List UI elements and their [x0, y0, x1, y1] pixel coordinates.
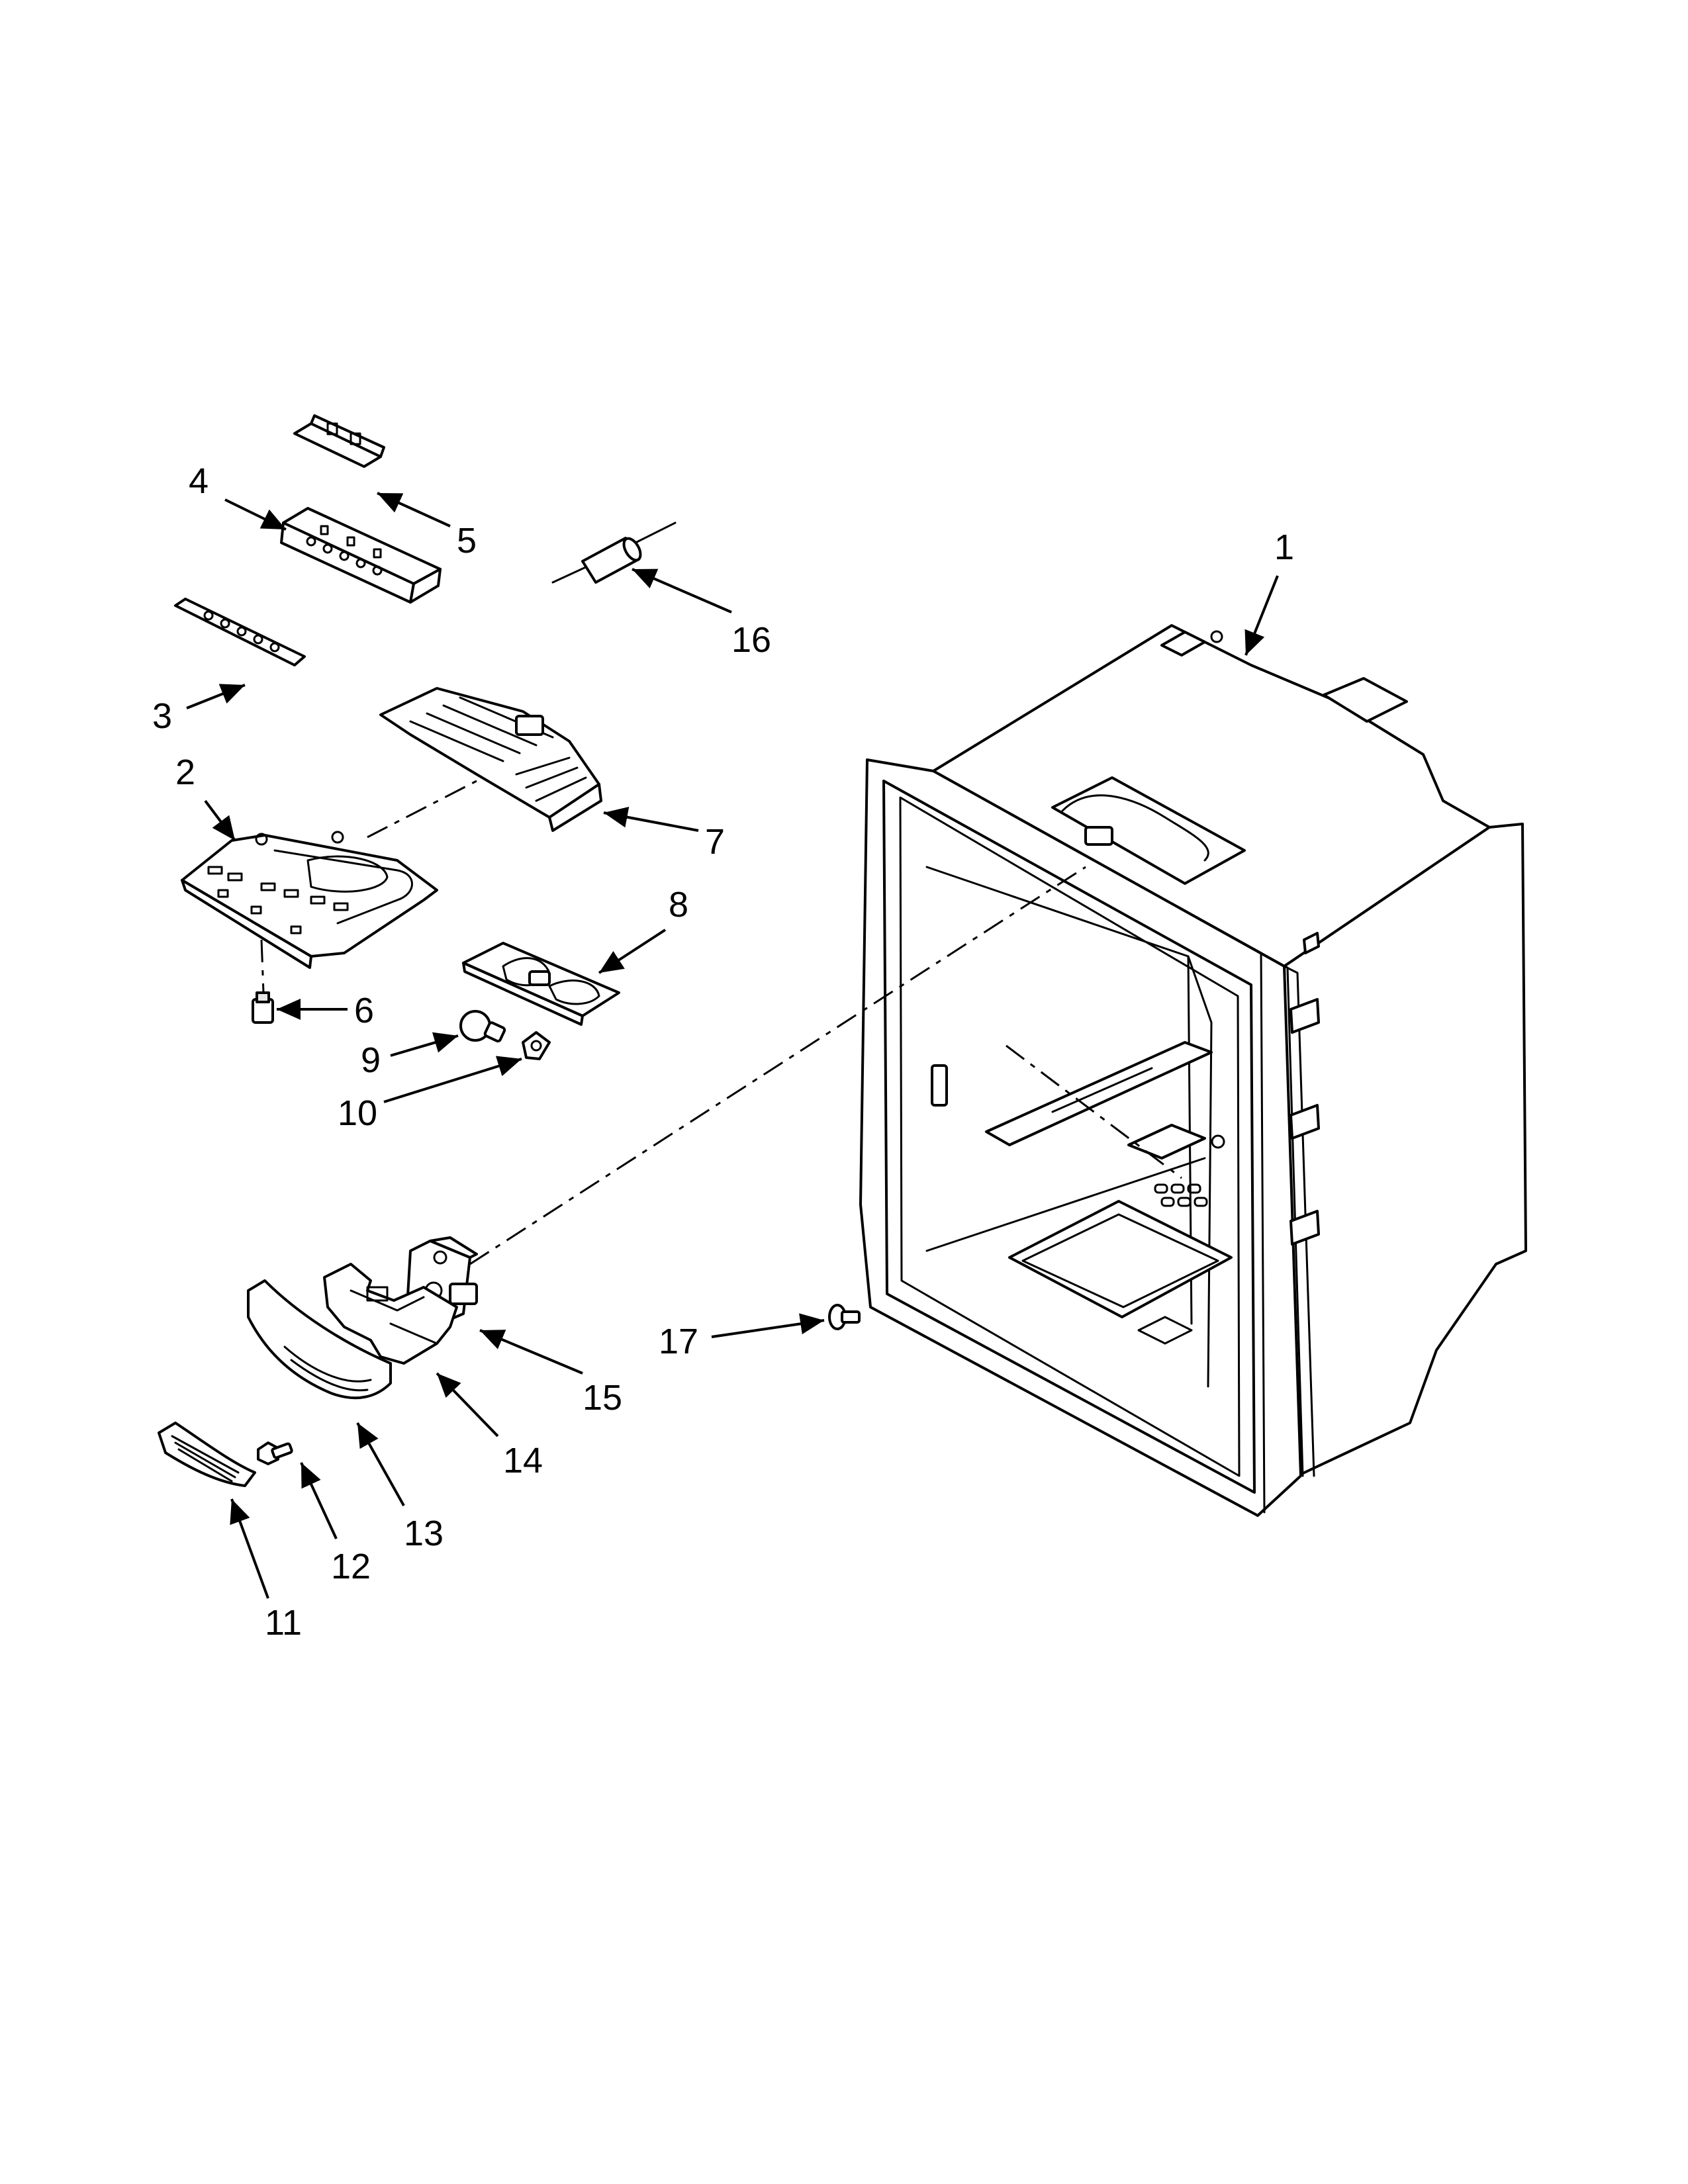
control-grid-pad	[1154, 1183, 1208, 1207]
callout-2: 2	[175, 752, 195, 792]
part-16-fuse	[551, 522, 677, 584]
part-8-light-housing	[462, 942, 620, 1026]
callout-15: 15	[583, 1378, 622, 1418]
part-5-cover	[293, 414, 385, 468]
part-7-air-duct	[379, 687, 602, 832]
part-9-bulb	[459, 1010, 506, 1043]
callout-1: 1	[1274, 527, 1294, 567]
callout-9: 9	[361, 1040, 381, 1080]
callout-3: 3	[152, 696, 172, 736]
part-13-dispenser-cover	[247, 1279, 392, 1400]
part-6-switch	[252, 991, 274, 1024]
callout-labels: 1 2 3 4 5 6 7 8 9 10 11 12 13 14 15 16 1…	[152, 461, 1294, 1643]
callout-4: 4	[189, 461, 209, 501]
callout-8: 8	[669, 885, 688, 925]
callout-7: 7	[705, 822, 725, 862]
callout-12: 12	[331, 1547, 371, 1586]
leader-arrows	[186, 492, 1279, 1599]
callout-13: 13	[404, 1514, 444, 1553]
callout-11: 11	[265, 1603, 302, 1643]
part-17-plug	[828, 1304, 861, 1330]
part-11-grille	[158, 1422, 256, 1487]
callout-14: 14	[503, 1441, 543, 1480]
part-2-control-panel	[181, 831, 438, 969]
part-3-overlay	[174, 598, 306, 666]
part-14-bracket	[323, 1263, 458, 1365]
assembly-lines	[260, 780, 1182, 1265]
callout-5: 5	[457, 521, 477, 561]
part-12-screw	[257, 1441, 293, 1465]
callout-17: 17	[659, 1322, 698, 1361]
liner-part-1	[859, 624, 1527, 1517]
part-4-control-housing	[280, 507, 442, 604]
callout-16: 16	[731, 620, 771, 660]
callout-10: 10	[338, 1093, 377, 1133]
part-10-socket	[522, 1031, 551, 1060]
callout-6: 6	[354, 991, 374, 1030]
